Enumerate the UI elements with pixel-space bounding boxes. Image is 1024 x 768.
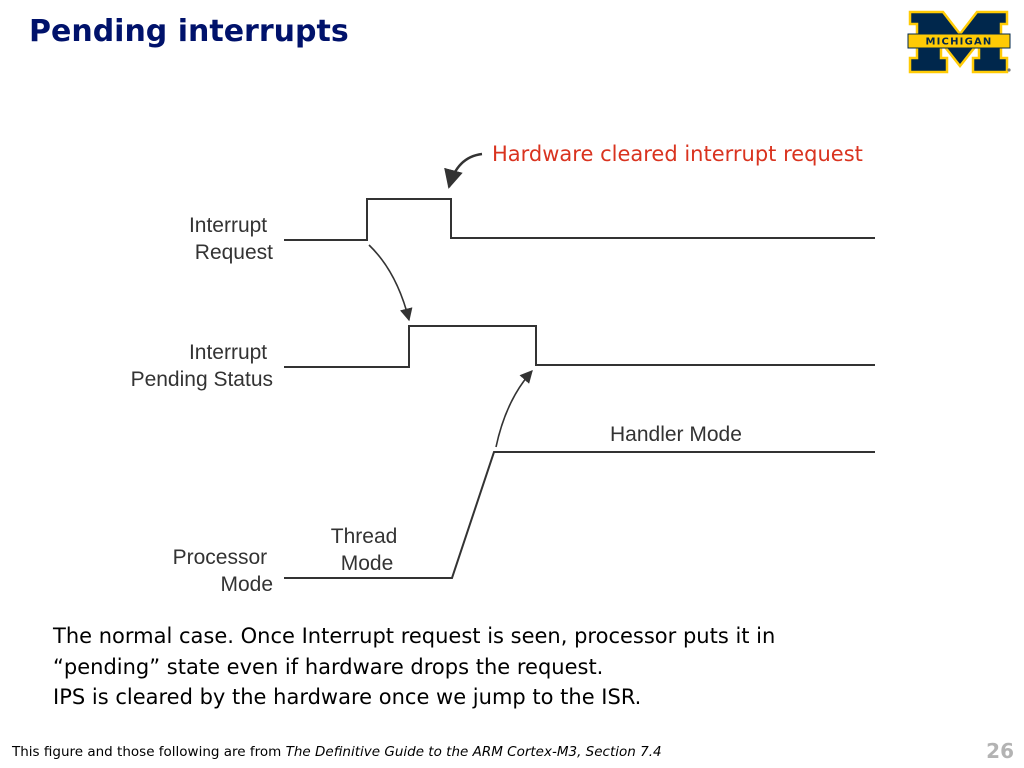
pending-interrupt-timing-diagram: Hardware cleared interrupt request Inter… bbox=[131, 142, 875, 596]
footer-prefix: This figure and those following are from bbox=[12, 744, 286, 760]
request-to-pending-arrow-icon bbox=[368, 244, 413, 322]
interrupt-request-waveform bbox=[284, 198, 875, 241]
processor-mode-label-line1: Processor bbox=[173, 546, 268, 569]
thread-mode-label-line2: Mode bbox=[341, 552, 394, 575]
annotation-arrow-icon bbox=[444, 152, 483, 189]
footer-citation: This figure and those following are from… bbox=[12, 744, 662, 760]
michigan-logo: MICHIGAN bbox=[907, 10, 1011, 74]
hardware-cleared-annotation: Hardware cleared interrupt request bbox=[492, 142, 863, 166]
interrupt-pending-label: Interrupt Pending Status bbox=[131, 341, 273, 391]
body-line-3: IPS is cleared by the hardware once we j… bbox=[53, 685, 642, 709]
registered-mark-icon bbox=[1007, 68, 1011, 72]
interrupt-request-label: Interrupt Request bbox=[189, 214, 273, 264]
interrupt-pending-label-line2: Pending Status bbox=[131, 368, 273, 391]
thread-mode-label: Thread Mode bbox=[331, 525, 403, 575]
interrupt-pending-label-line1: Interrupt bbox=[189, 341, 267, 364]
slide-title: Pending interrupts bbox=[29, 14, 349, 49]
processor-mode-label: Processor Mode bbox=[173, 546, 273, 596]
logo-banner bbox=[907, 33, 1011, 49]
body-line-1: The normal case. Once Interrupt request … bbox=[53, 624, 776, 648]
thread-mode-label-line1: Thread bbox=[331, 525, 398, 548]
slide-body-text: The normal case. Once Interrupt request … bbox=[53, 621, 953, 713]
interrupt-request-label-line1: Interrupt bbox=[189, 214, 267, 237]
interrupt-pending-waveform bbox=[284, 325, 875, 368]
interrupt-request-label-line2: Request bbox=[195, 241, 273, 264]
processor-mode-label-line2: Mode bbox=[220, 573, 273, 596]
page-number: 26 bbox=[986, 739, 1014, 763]
logo-text: MICHIGAN bbox=[925, 37, 992, 48]
footer-source-title: The Definitive Guide to the ARM Cortex-M… bbox=[285, 744, 662, 760]
handler-to-pending-arrow-icon bbox=[495, 370, 533, 448]
body-line-2: “pending” state even if hardware drops t… bbox=[53, 654, 604, 679]
handler-mode-label: Handler Mode bbox=[610, 423, 742, 446]
processor-mode-waveform bbox=[284, 451, 875, 579]
